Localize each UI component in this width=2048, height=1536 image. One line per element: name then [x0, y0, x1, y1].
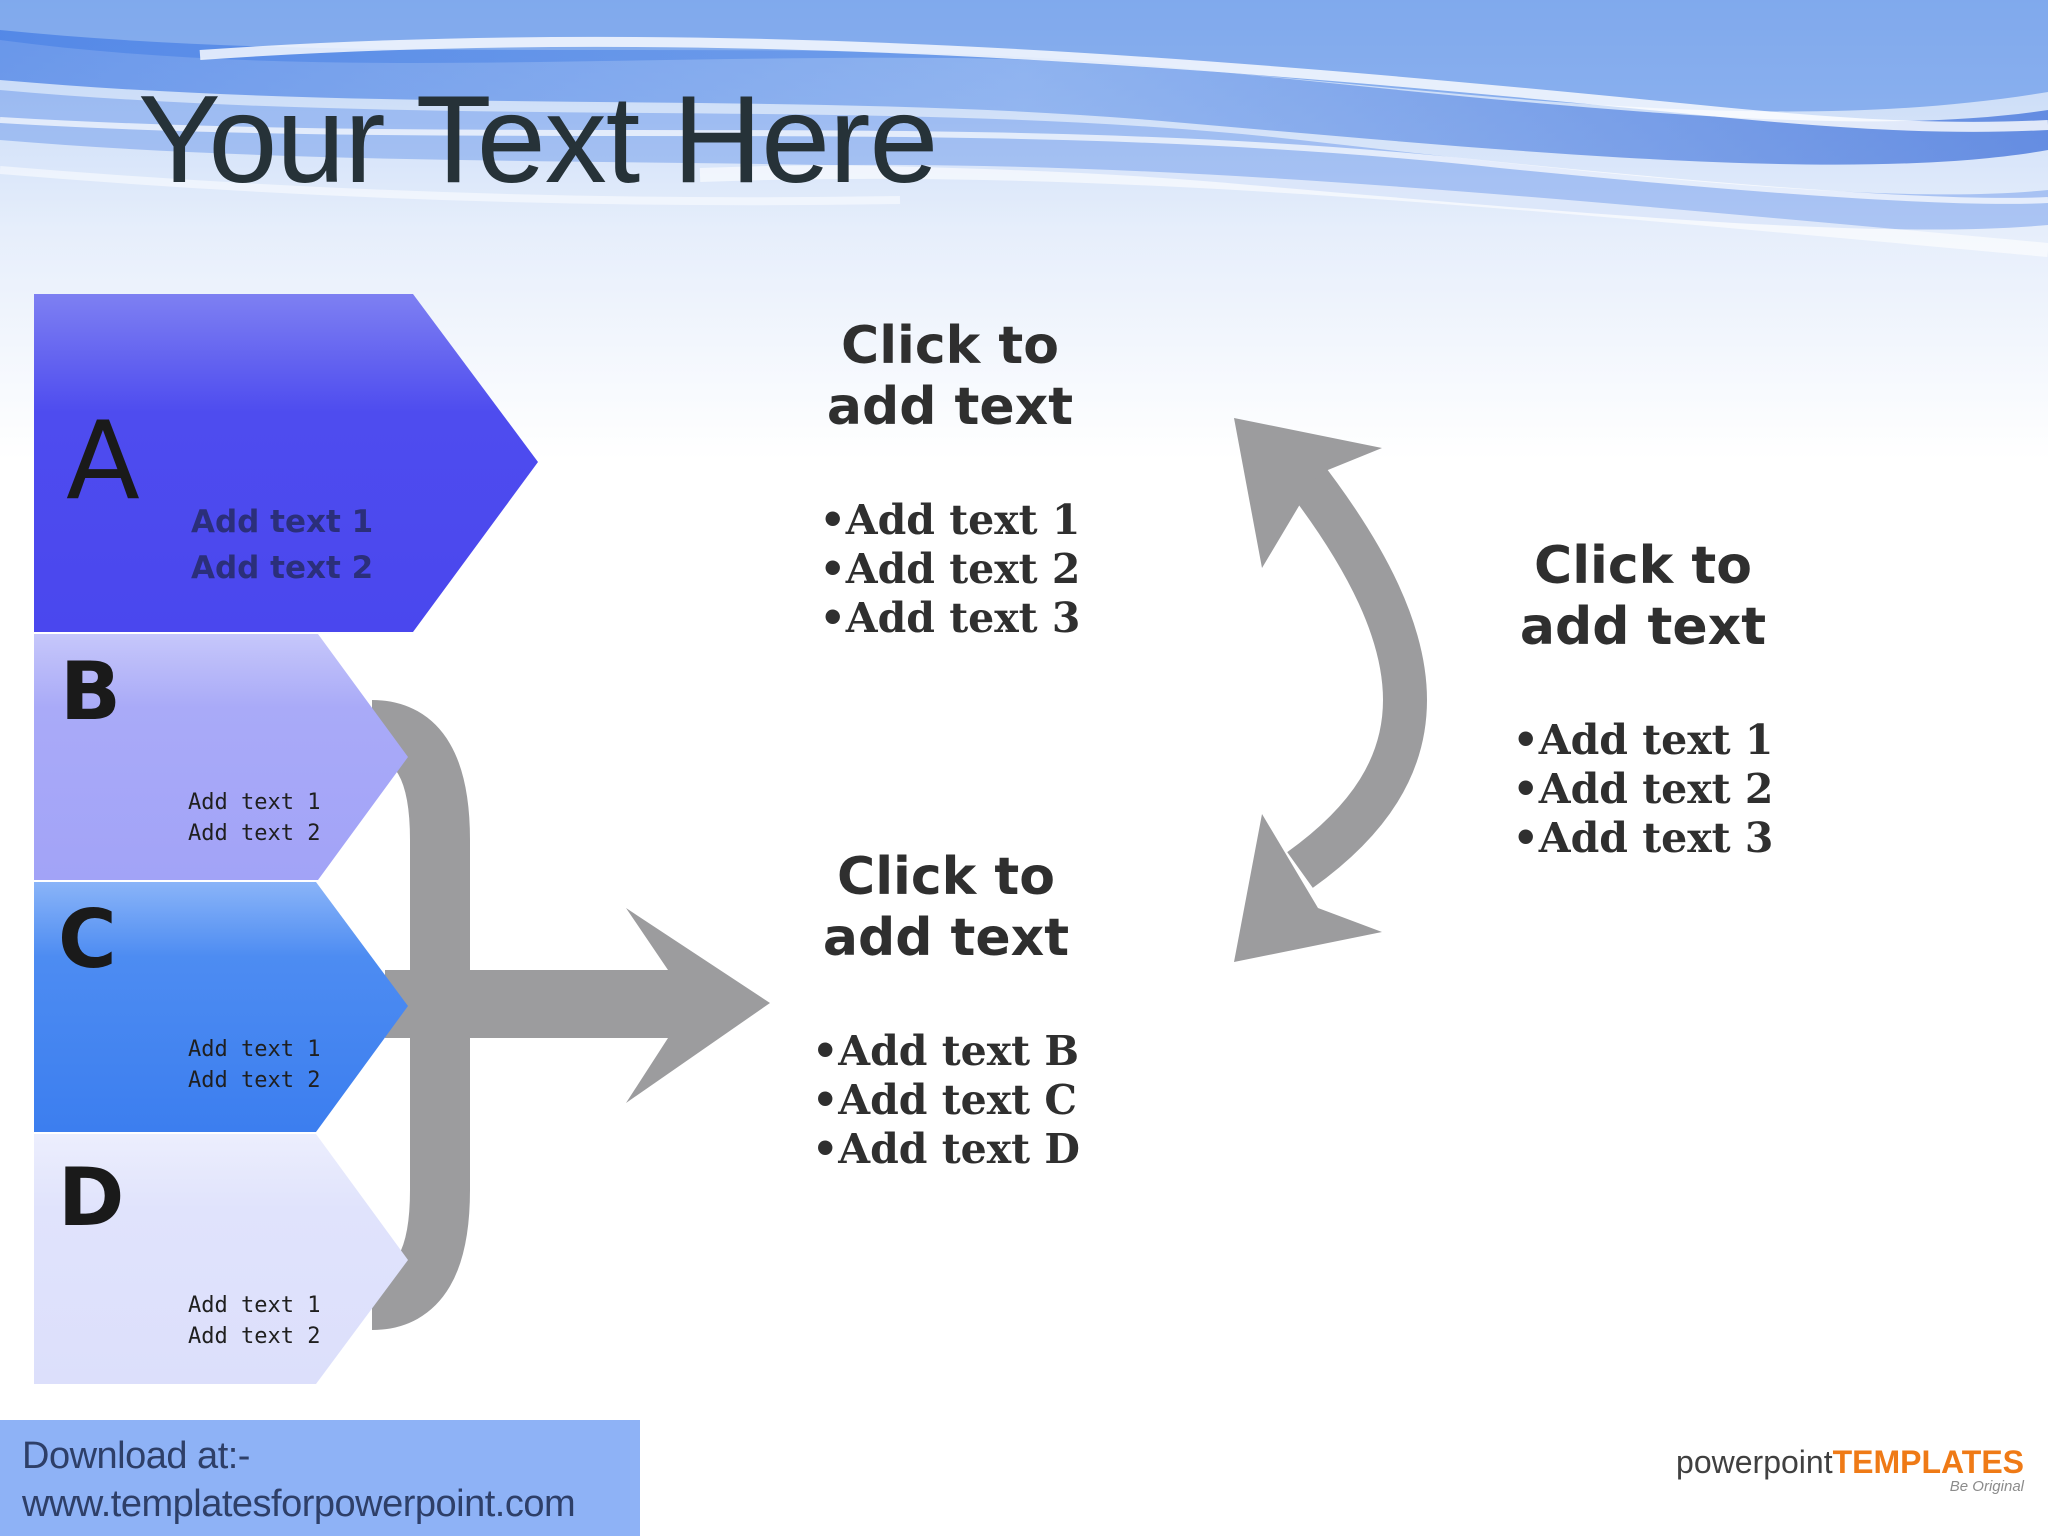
block-a-text-2: Add text 2 [191, 550, 374, 586]
cycle-arrowhead-top [1234, 418, 1382, 568]
textbox-bottom[interactable]: Click to add text •Add text B •Add text … [796, 847, 1096, 1174]
logo-wordmark: powerpointTEMPLATES [1676, 1446, 2024, 1478]
textbox-top-heading: Click to add text [800, 316, 1100, 438]
block-b-text[interactable]: Add text 1 Add text 2 [188, 787, 320, 849]
textbox-right-heading-line-1: Click to [1534, 536, 1752, 596]
block-a-letter: A [66, 399, 140, 524]
bullet-item: •Add text B [812, 1027, 1080, 1075]
textbox-right-heading: Click to add text [1488, 536, 1798, 658]
block-d-text-2: Add text 2 [188, 1324, 321, 1349]
merge-arrow [385, 908, 770, 1103]
textbox-right[interactable]: Click to add text •Add text 1 •Add text … [1488, 536, 1798, 863]
block-d-shape [34, 1134, 408, 1384]
textbox-top-heading-line-2: add text [826, 377, 1074, 437]
cycle-arrowhead-bottom [1234, 814, 1382, 962]
download-url-link[interactable]: www.templatesforpowerpoint.com [22, 1483, 576, 1525]
block-b-letter: B [60, 645, 121, 738]
block-c-text[interactable]: Add text 1 Add text 2 [188, 1034, 320, 1096]
bullet-item: •Add text 2 [1512, 765, 1774, 813]
block-a-shape [34, 294, 538, 632]
bullet-item: •Add text C [812, 1076, 1078, 1124]
block-c-text-2: Add text 2 [188, 1068, 321, 1093]
block-b-text-1: Add text 1 [188, 790, 321, 815]
block-c-text-1: Add text 1 [188, 1037, 321, 1062]
logo-tagline: Be Original [1949, 1478, 2024, 1495]
powerpoint-templates-logo: powerpointTEMPLATES Be Original [1676, 1446, 2024, 1495]
textbox-bottom-bullets: •Add text B •Add text C •Add text D [812, 1027, 1080, 1174]
download-text: Download at:- www.templatesforpowerpoint… [22, 1432, 576, 1528]
block-a-text-1: Add text 1 [191, 504, 374, 540]
bullet-item: •Add text 3 [819, 594, 1081, 642]
bullet-item: •Add text D [812, 1125, 1080, 1173]
textbox-bottom-heading-line-1: Click to [837, 847, 1055, 907]
textbox-right-heading-line-2: add text [1519, 597, 1767, 657]
bullet-item: •Add text 1 [819, 496, 1081, 544]
bullet-item: •Add text 3 [1512, 814, 1774, 862]
bullet-item: •Add text 1 [1512, 716, 1774, 764]
block-b-shape [34, 634, 408, 880]
bullet-item: •Add text 2 [819, 545, 1081, 593]
textbox-bottom-heading-line-2: add text [822, 908, 1070, 968]
textbox-top-heading-line-1: Click to [841, 316, 1059, 376]
textbox-right-bullets: •Add text 1 •Add text 2 •Add text 3 [1513, 716, 1774, 863]
block-b-text-2: Add text 2 [188, 821, 321, 846]
textbox-bottom-heading: Click to add text [796, 847, 1096, 969]
block-d-letter: D [58, 1151, 125, 1244]
logo-part-1: powerpoint [1676, 1444, 1833, 1480]
block-d-text[interactable]: Add text 1 Add text 2 [188, 1290, 320, 1352]
logo-part-2: TEMPLATES [1832, 1444, 2024, 1480]
block-c-letter: C [58, 893, 117, 986]
textbox-top[interactable]: Click to add text •Add text 1 •Add text … [800, 316, 1100, 643]
block-a-text[interactable]: Add text 1 Add text 2 [191, 499, 373, 591]
textbox-top-bullets: •Add text 1 •Add text 2 •Add text 3 [820, 496, 1081, 643]
download-banner: Download at:- www.templatesforpowerpoint… [0, 1420, 640, 1536]
cycle-arc [1282, 456, 1427, 888]
download-label: Download at:- [22, 1435, 250, 1477]
slide-title[interactable]: Your Text Here [138, 71, 938, 209]
block-c-shape [34, 882, 408, 1132]
block-d-text-1: Add text 1 [188, 1293, 321, 1318]
